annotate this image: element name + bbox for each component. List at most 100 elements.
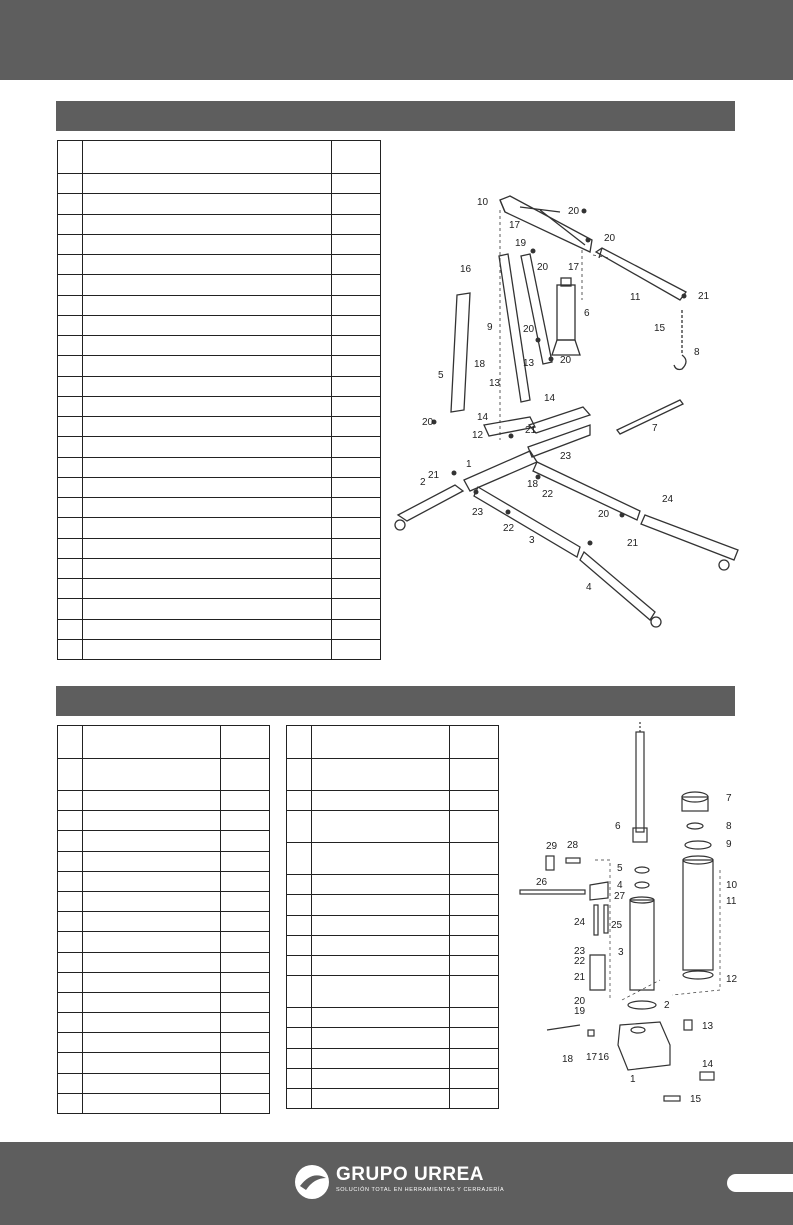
table-cell — [82, 517, 332, 539]
table-cell — [220, 1012, 270, 1034]
table-cell — [57, 890, 83, 913]
table-cell — [331, 172, 381, 195]
table-row — [57, 294, 381, 316]
table-row — [57, 830, 270, 852]
table-cell — [331, 618, 381, 640]
table-cell — [286, 975, 312, 1009]
table-row — [57, 172, 381, 195]
table-cell — [82, 355, 332, 377]
callout-label: 21 — [525, 425, 537, 436]
table-row — [57, 213, 381, 235]
callout-label: 13 — [523, 358, 535, 369]
table-cell — [57, 870, 83, 892]
table-row — [57, 274, 381, 296]
table-cell — [286, 810, 312, 844]
table-cell — [82, 810, 221, 832]
table-cell — [82, 253, 332, 276]
callout-label: 11 — [630, 292, 641, 303]
table-cell — [82, 334, 332, 357]
callout-label: 23 — [560, 451, 572, 462]
callout-label: 19 — [515, 238, 527, 249]
table-cell — [82, 1032, 221, 1054]
callout-label: 15 — [654, 323, 666, 334]
table-cell — [331, 598, 381, 620]
table-cell — [311, 1047, 450, 1069]
table-cell — [331, 517, 381, 539]
callout-label: 22 — [503, 523, 515, 534]
table-cell — [57, 1032, 83, 1054]
table-cell — [449, 1047, 499, 1069]
table-cell — [82, 213, 332, 235]
table-cell — [286, 1047, 312, 1069]
table-row — [57, 758, 270, 791]
table-row — [57, 971, 270, 993]
table-cell — [220, 890, 270, 913]
callout-label: 20 — [604, 233, 616, 244]
section-bar-crane — [56, 101, 735, 131]
table-cell — [57, 951, 83, 973]
callout-label: 12 — [472, 430, 484, 441]
table-row — [57, 253, 381, 276]
table-cell — [82, 314, 332, 337]
callout-label: 21 — [574, 972, 586, 983]
table-row — [57, 931, 270, 953]
table-cell — [82, 294, 332, 316]
table-row — [57, 850, 270, 872]
table-cell — [57, 140, 83, 174]
table-cell — [331, 375, 381, 397]
table-cell — [311, 874, 450, 896]
table-cell — [57, 725, 83, 759]
table-cell — [331, 253, 381, 276]
callout-label: 16 — [598, 1052, 610, 1063]
table-row — [286, 934, 499, 956]
table-cell — [311, 954, 450, 977]
callout-label: 6 — [584, 308, 590, 319]
table-cell — [449, 874, 499, 896]
table-cell — [449, 1087, 499, 1110]
table-cell — [331, 496, 381, 519]
table-cell — [57, 1052, 83, 1074]
table-row — [57, 577, 381, 600]
callout-label: 23 — [574, 946, 586, 957]
callout-label: 20 — [568, 206, 580, 217]
table-cell — [220, 850, 270, 872]
table-cell — [82, 476, 332, 499]
table-cell — [220, 1092, 270, 1115]
brand-name: GRUPO URREA — [336, 1164, 485, 1185]
table-row — [57, 789, 270, 812]
table-row — [57, 557, 381, 580]
table-cell — [82, 436, 332, 458]
table-cell — [449, 1027, 499, 1049]
table-cell — [286, 758, 312, 791]
table-row — [57, 375, 381, 397]
table-cell — [449, 758, 499, 791]
callout-label: 8 — [726, 821, 732, 832]
table-cell — [57, 991, 83, 1014]
table-cell — [311, 975, 450, 1009]
table-cell — [449, 789, 499, 812]
table-cell — [82, 395, 332, 418]
callout-label: 20 — [598, 509, 610, 520]
table-cell — [311, 1027, 450, 1049]
callout-label: 22 — [542, 489, 554, 500]
table-cell — [82, 577, 332, 600]
table-cell — [311, 789, 450, 812]
table-cell — [331, 537, 381, 559]
callout-label: 2 — [664, 1000, 670, 1011]
callout-label: 22 — [574, 956, 586, 967]
table-row — [57, 314, 381, 337]
callout-label: 19 — [574, 1006, 586, 1017]
table-row — [57, 1012, 270, 1034]
table-cell — [57, 172, 83, 195]
table-cell — [331, 294, 381, 316]
table-row — [57, 638, 381, 661]
table-cell — [82, 951, 221, 973]
table-cell — [82, 193, 332, 215]
table-cell — [82, 1012, 221, 1034]
callout-label: 21 — [428, 470, 440, 481]
table-cell — [82, 830, 221, 852]
callout-label: 11 — [726, 896, 737, 907]
table-cell — [449, 914, 499, 936]
table-row — [57, 991, 270, 1014]
table-row — [57, 1032, 270, 1054]
